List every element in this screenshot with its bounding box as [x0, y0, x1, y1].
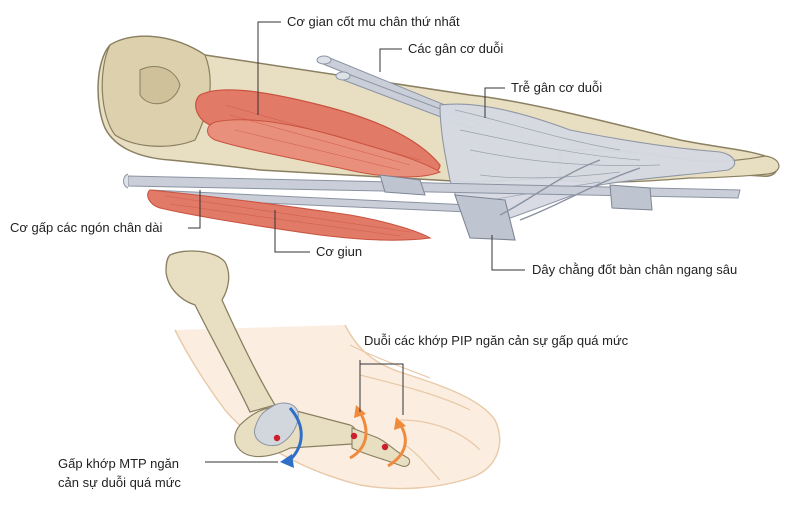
foot-skin-outline — [174, 324, 501, 490]
leader-deep-transverse-ligament — [491, 235, 525, 271]
label-lumbrical: Cơ giun — [316, 244, 363, 259]
leader-flexor-digitorum-longus — [188, 190, 201, 229]
label-pip-extension: Duỗi các khớp PIP ngăn cản sự gấp quá mứ… — [364, 333, 629, 348]
leader-extensor-hood — [484, 87, 505, 118]
mtp-flexion-arrow — [288, 407, 303, 462]
mtp-joint-dot — [273, 434, 281, 442]
label-deep-transverse-metatarsal-ligament: Dây chằng đốt bàn chân ngang sâu — [532, 262, 738, 277]
leader-lumbrical — [274, 210, 310, 253]
leader-first-dorsal-interosseous — [257, 21, 281, 115]
label-mtp-flexion-line2: cản sự duỗi quá mức — [58, 475, 181, 490]
toe-extensor-mechanism-illustration — [97, 35, 780, 241]
label-first-dorsal-interosseous: Cơ gian cốt mu chân thứ nhất — [287, 14, 460, 29]
pip-joint-dot-2 — [381, 443, 389, 451]
pip-extension-arrow-1 — [349, 411, 368, 460]
label-extensor-tendons: Các gân cơ duỗi — [408, 41, 504, 56]
deep-transverse-metatarsal-ligament — [454, 194, 516, 241]
leader-lines — [188, 21, 525, 463]
mtp-flexion-arrowhead — [280, 454, 294, 468]
foot-joint-motion-illustration — [165, 250, 501, 490]
leg-bone — [165, 250, 276, 413]
pip-extension-arrow-2 — [387, 423, 407, 468]
label-flexor-digitorum-longus: Cơ gấp các ngón chân dài — [10, 220, 163, 235]
label-extensor-hood: Trễ gân cơ duỗi — [511, 80, 603, 95]
pip-joint-dot-1 — [350, 432, 358, 440]
leader-pip-extension — [359, 360, 404, 415]
pip-extension-arrowhead-2 — [394, 417, 406, 430]
lumbrical-muscle — [147, 189, 432, 241]
label-mtp-flexion-line1: Gấp khớp MTP ngăn — [58, 456, 180, 471]
leader-extensor-tendons — [379, 48, 402, 72]
